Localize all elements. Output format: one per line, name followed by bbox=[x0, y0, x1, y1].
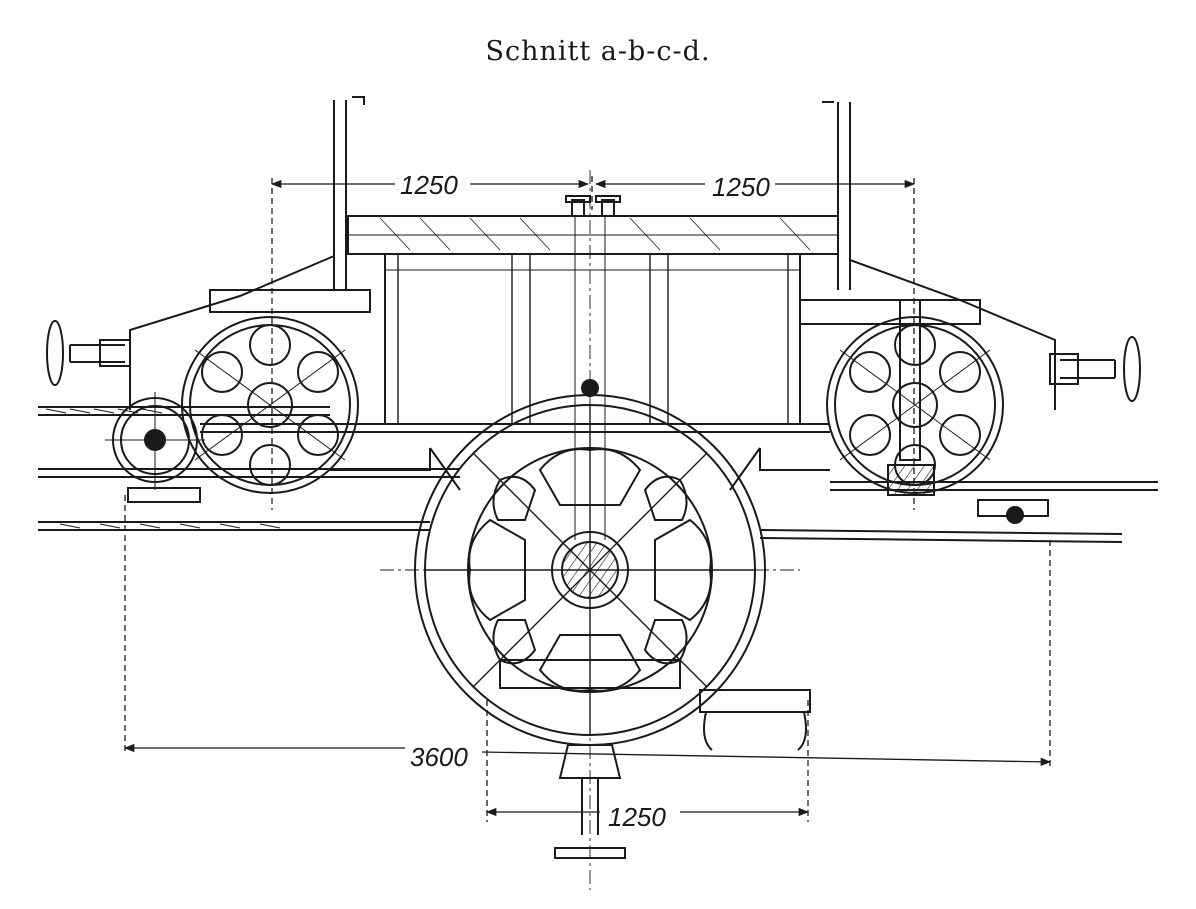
upper-rail-left bbox=[38, 407, 330, 415]
dim-line-top-left bbox=[270, 178, 590, 510]
dim-label-top-right: 1250 bbox=[712, 172, 770, 202]
left-buffer bbox=[46, 320, 130, 386]
left-drum bbox=[182, 290, 370, 493]
right-guide-pulley bbox=[978, 500, 1048, 523]
dim-label-top-left: 1250 bbox=[400, 170, 458, 200]
right-rail bbox=[830, 482, 1158, 490]
left-guide-pulley bbox=[105, 392, 205, 502]
car-body-frame bbox=[130, 97, 1055, 470]
dim-label-bottom: 1250 bbox=[608, 802, 666, 832]
footrest-bench bbox=[700, 690, 810, 750]
dim-label-overall: 3600 bbox=[410, 742, 468, 772]
ground-rail bbox=[38, 522, 1122, 542]
dim-line-overall bbox=[123, 495, 1052, 768]
top-bolts bbox=[566, 196, 620, 216]
drawing-title: Schnitt a-b-c-d. bbox=[485, 36, 711, 67]
central-pedestal bbox=[555, 745, 625, 858]
right-buffer bbox=[1050, 336, 1141, 402]
center-lines bbox=[380, 170, 800, 890]
right-drum bbox=[800, 300, 1003, 495]
dim-line-top-right bbox=[592, 176, 916, 510]
dim-line-bottom bbox=[485, 700, 810, 822]
